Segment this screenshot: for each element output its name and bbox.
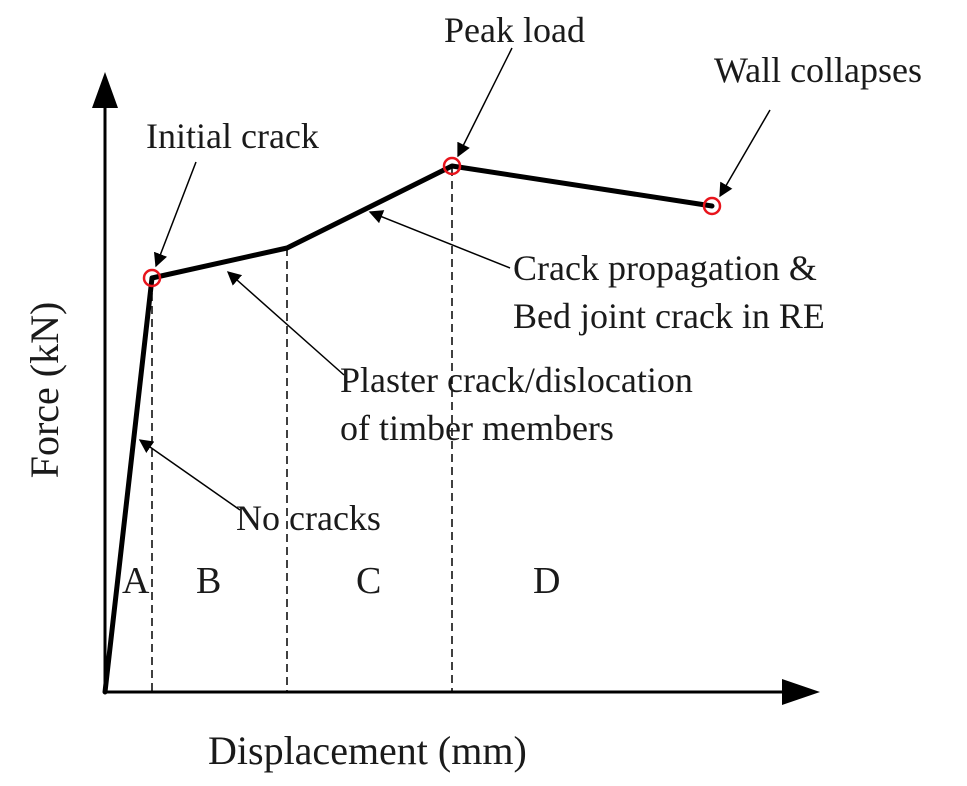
no-cracks-arrow <box>138 439 241 511</box>
wall-collapses-arrow <box>719 109 771 198</box>
plaster-crack-label-line1: Plaster crack/dislocation <box>340 360 693 400</box>
crack-propagation-label-line1: Crack propagation & <box>513 248 817 288</box>
plaster-crack-label-line2: of timber members <box>340 408 614 448</box>
initial-crack-marker <box>142 268 162 288</box>
zone-label-d: D <box>533 560 560 602</box>
y-axis-title: Force (kN) <box>22 302 67 479</box>
zone-label-c: C <box>356 560 381 602</box>
y-axis-arrowhead <box>92 72 118 108</box>
peak-load-label: Peak load <box>444 10 585 50</box>
force-displacement-curve <box>102 163 715 695</box>
x-axis-arrowhead <box>782 679 820 705</box>
initial-crack-arrow <box>153 161 197 268</box>
zone-label-a: A <box>122 560 150 602</box>
no-cracks-label: No cracks <box>236 498 381 538</box>
peak-load-marker <box>442 156 462 176</box>
peak-load-arrow <box>457 47 513 158</box>
initial-crack-label: Initial crack <box>146 116 319 156</box>
wall-collapse-marker <box>702 196 722 216</box>
crack-propagation-label-line2: Bed joint crack in RE <box>513 296 825 336</box>
crack-propagation-arrow <box>368 210 511 269</box>
plaster-crack-arrow <box>226 271 345 376</box>
wall-collapses-label: Wall collapses <box>714 50 922 90</box>
x-axis-title: Displacement (mm) <box>208 728 527 773</box>
zone-label-b: B <box>196 560 221 602</box>
